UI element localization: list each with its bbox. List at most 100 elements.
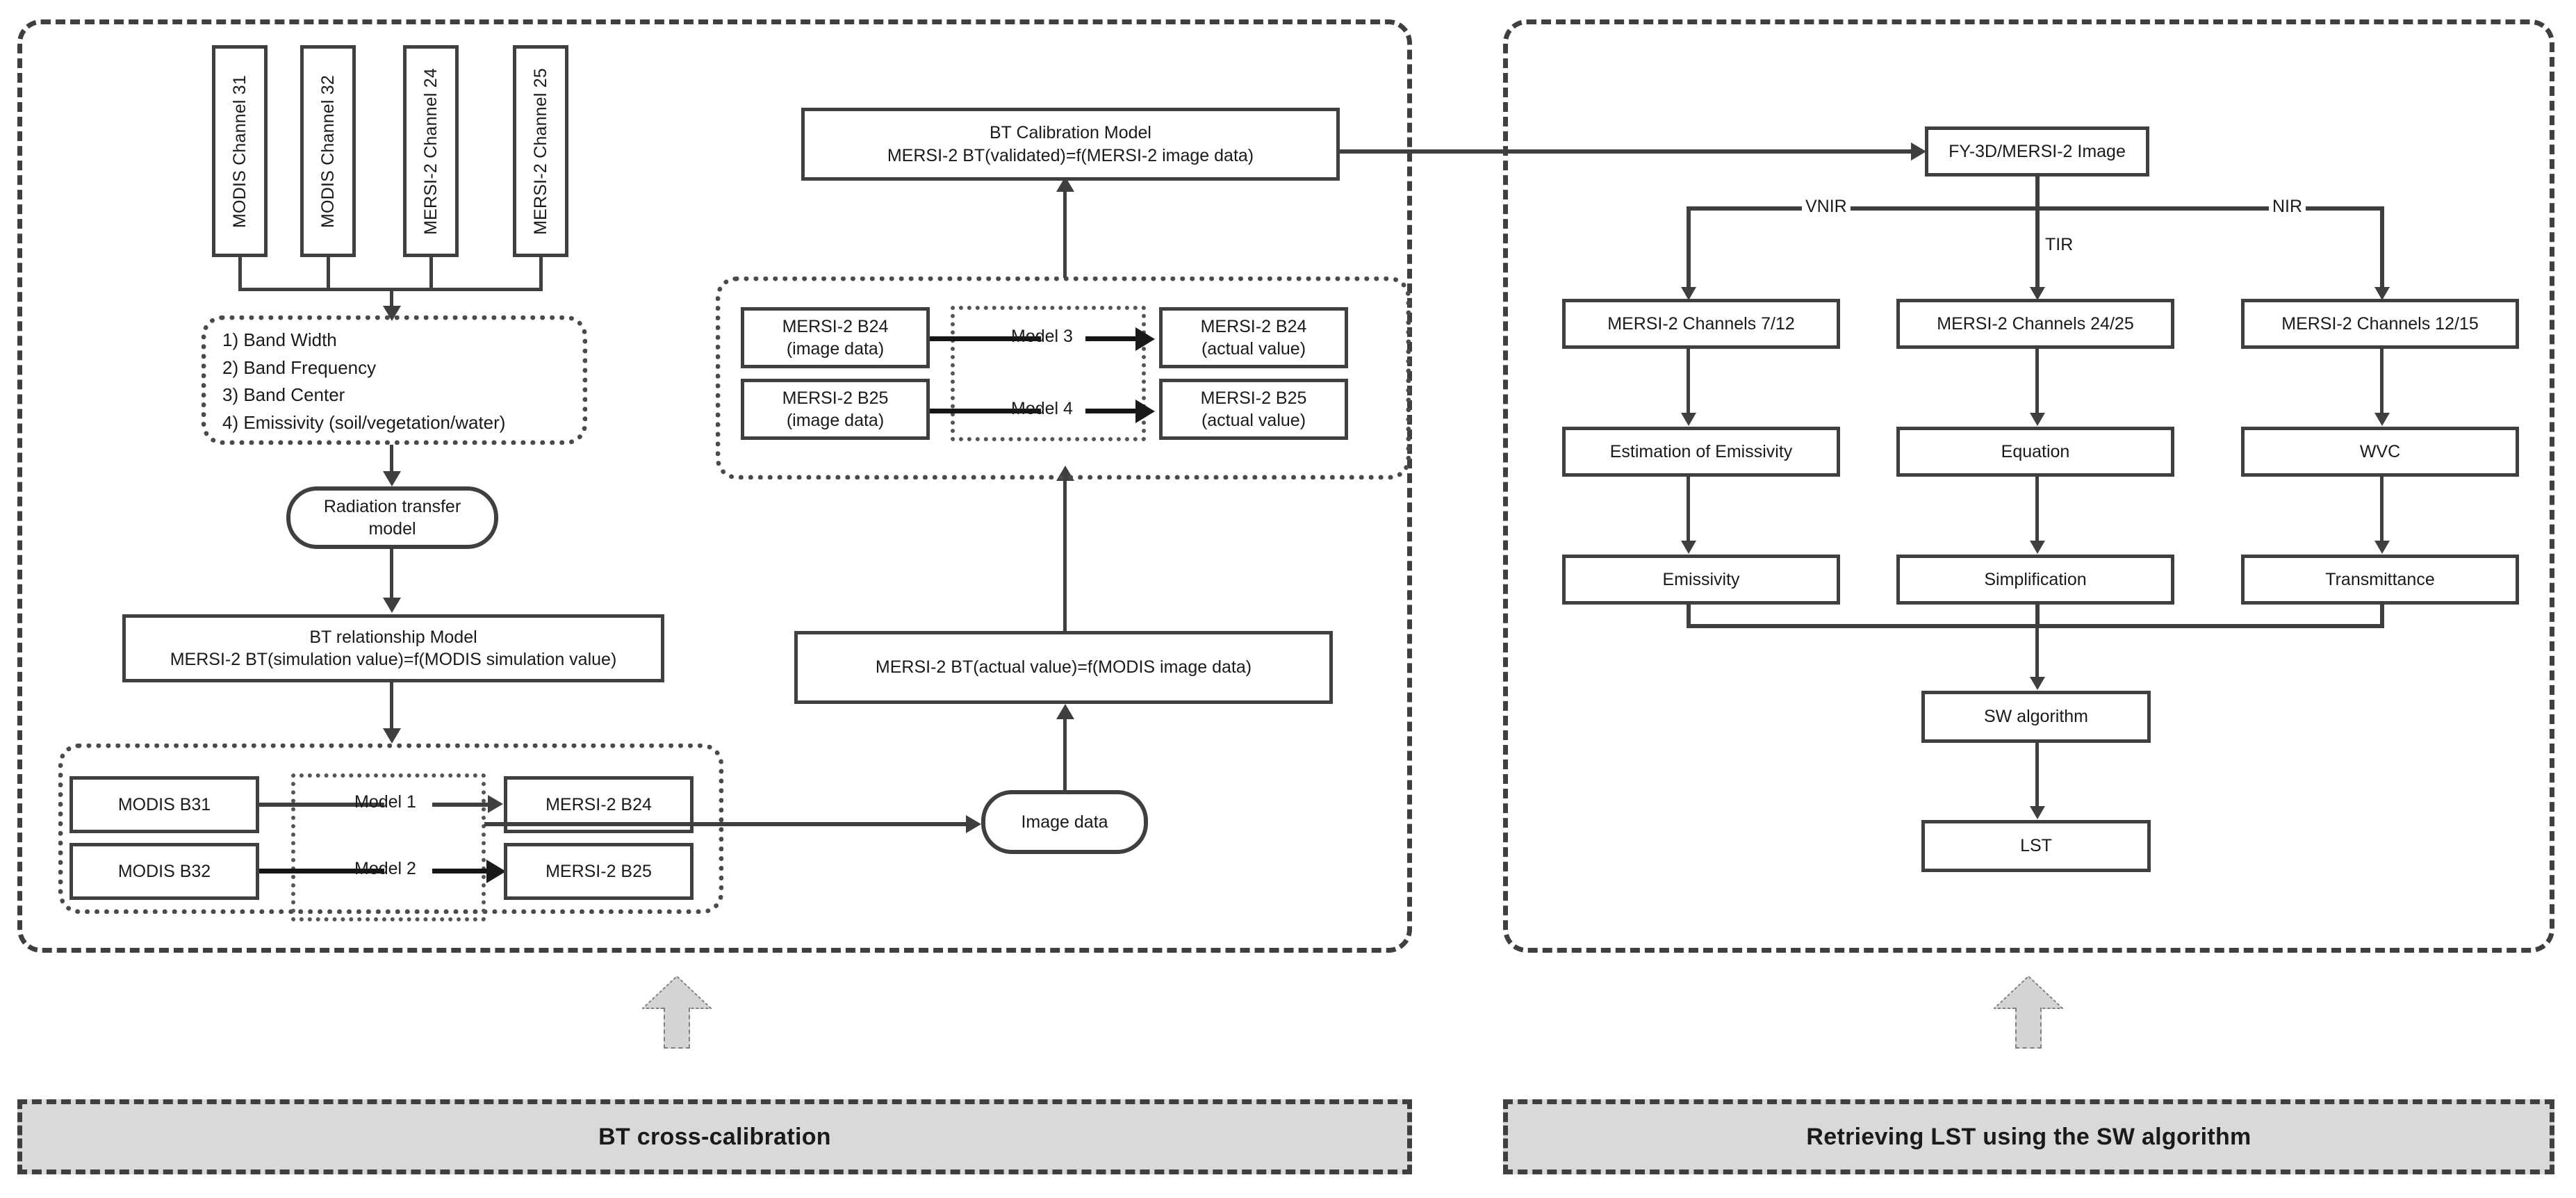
connector-imagedata-to-btactual: [1063, 719, 1067, 791]
node-estimation-of-emissivity-label: Estimation of Emissivity: [1609, 441, 1793, 461]
node-mersi2-channels-7-12-label: MERSI-2 Channels 7/12: [1607, 313, 1795, 334]
connector-b25img-to-model4: [930, 409, 1041, 413]
node-modis-b32-label: MODIS B32: [117, 861, 211, 881]
channel-strip-modis-31[interactable]: MODIS Channel 31: [212, 45, 268, 257]
connector-simplification-down: [2035, 605, 2040, 625]
radiation-transfer-model[interactable]: Radiation transfer model: [286, 486, 498, 549]
node-fy3d-mersi2-image[interactable]: FY-3D/MERSI-2 Image: [1925, 126, 2149, 177]
image-data-label: Image data: [1021, 812, 1108, 832]
arrow-tir-drop: [2030, 287, 2045, 300]
connector-simgroup-to-imagedata: [484, 822, 971, 826]
node-simplification-label: Simplification: [1984, 569, 2087, 589]
left-panel-border: [17, 19, 1412, 953]
node-mersi2-channels-24-25[interactable]: MERSI-2 Channels 24/25: [1896, 299, 2174, 349]
channel-strip-mersi-24[interactable]: MERSI-2 Channel 24: [403, 45, 459, 257]
bt-relationship-model-box[interactable]: BT relationship Model MERSI-2 BT(simulat…: [122, 614, 664, 682]
simulation-model-group: [58, 744, 723, 914]
connector-branch-bus: [1687, 206, 2384, 211]
node-modis-b31[interactable]: MODIS B31: [69, 776, 259, 833]
node-mersi2-channels-7-12[interactable]: MERSI-2 Channels 7/12: [1562, 299, 1840, 349]
connector-equation-to-simplification: [2035, 477, 2039, 543]
node-mersi2-channels-12-15[interactable]: MERSI-2 Channels 12/15: [2241, 299, 2519, 349]
connector-b31-to-model1: [259, 803, 384, 807]
node-estimation-of-emissivity[interactable]: Estimation of Emissivity: [1562, 427, 1840, 477]
connector-transmittance-down: [2380, 605, 2384, 625]
connector-ch31-down: [238, 257, 242, 290]
bt-actual-value-box[interactable]: MERSI-2 BT(actual value)=f(MODIS image d…: [794, 631, 1333, 704]
arrow-estimation-to-emissivity: [1681, 541, 1696, 554]
node-emissivity[interactable]: Emissivity: [1562, 555, 1840, 605]
node-sw-algorithm[interactable]: SW algorithm: [1921, 691, 2151, 743]
connector-vnir-drop: [1687, 206, 1691, 290]
block-arrow-outline: [1994, 976, 2063, 1009]
connector-ch24-down: [429, 257, 433, 290]
bt-calibration-model-label: BT Calibration Model MERSI-2 BT(validate…: [887, 123, 1254, 165]
node-mersi2-b25-sim[interactable]: MERSI-2 B25: [504, 843, 694, 900]
node-wvc-label: WVC: [2359, 441, 2401, 461]
node-mersi2-b25-image[interactable]: MERSI-2 B25 (image data): [741, 379, 930, 440]
connector-actualgroup-to-btcal: [1063, 192, 1067, 278]
connector-model1-to-b24: [432, 803, 491, 807]
connector-ch2425-to-equation: [2035, 349, 2039, 416]
block-arrow-shaft: [2015, 1008, 2042, 1049]
connector-ch32-down: [327, 257, 330, 290]
arrow-btcal-to-fy3d: [1911, 142, 1926, 161]
connector-ch712-to-estimation: [1687, 349, 1690, 416]
node-lst[interactable]: LST: [1921, 820, 2151, 872]
channel-strip-label: MERSI-2 Channel 24: [420, 67, 441, 235]
node-wvc[interactable]: WVC: [2241, 427, 2519, 477]
connector-wvc-to-transmittance: [2380, 477, 2384, 543]
node-mersi2-b24-sim-label: MERSI-2 B24: [545, 794, 652, 814]
node-transmittance[interactable]: Transmittance: [2241, 555, 2519, 605]
connector-ch1215-to-wvc: [2380, 349, 2384, 416]
models-3and4-group: [951, 306, 1146, 441]
arrow-ch712-to-estimation: [1681, 413, 1696, 426]
connector-bus-to-params: [390, 288, 393, 307]
branch-label-vnir: VNIR: [1802, 197, 1851, 217]
right-panel-border: [1503, 19, 2554, 953]
connector-ch25-down: [539, 257, 543, 290]
bt-calibration-model-box[interactable]: BT Calibration Model MERSI-2 BT(validate…: [801, 108, 1340, 181]
node-fy3d-mersi2-image-label: FY-3D/MERSI-2 Image: [1949, 141, 2126, 161]
connector-btcal-to-fy3d: [1340, 149, 1917, 154]
arrow-rtm-to-btrel: [383, 598, 401, 613]
node-mersi2-b25-actual[interactable]: MERSI-2 B25 (actual value): [1159, 379, 1348, 440]
right-banner-block-arrow: [1994, 976, 2063, 1049]
channel-strip-label: MODIS Channel 31: [229, 74, 249, 228]
arrow-model1-to-b24: [488, 795, 503, 813]
model-4-label: Model 4: [1011, 399, 1073, 418]
channel-strip-modis-32[interactable]: MODIS Channel 32: [300, 45, 356, 257]
connector-emissivity-down: [1687, 605, 1691, 625]
bt-actual-value-label: MERSI-2 BT(actual value)=f(MODIS image d…: [875, 657, 1252, 678]
model-2-label: Model 2: [354, 859, 416, 878]
right-banner-label: Retrieving LST using the SW algorithm: [1806, 1123, 2251, 1150]
node-mersi2-b24-actual[interactable]: MERSI-2 B24 (actual value): [1159, 307, 1348, 368]
node-simplification[interactable]: Simplification: [1896, 555, 2174, 605]
arrow-model2-to-b25: [486, 860, 506, 883]
block-arrow-shaft: [664, 1008, 690, 1049]
left-banner-label: BT cross-calibration: [598, 1123, 831, 1150]
image-data-node[interactable]: Image data: [981, 790, 1148, 854]
left-banner: BT cross-calibration: [17, 1099, 1412, 1174]
node-modis-b32[interactable]: MODIS B32: [69, 843, 259, 900]
channel-strip-mersi-25[interactable]: MERSI-2 Channel 25: [513, 45, 568, 257]
block-arrow-outline: [642, 976, 712, 1009]
models-1and2-group: [291, 773, 486, 921]
node-modis-b31-label: MODIS B31: [117, 794, 211, 814]
node-mersi2-b25-sim-label: MERSI-2 B25: [545, 861, 652, 881]
connector-model2-to-b25: [432, 869, 491, 873]
actual-value-group: [716, 277, 1411, 479]
arrow-wvc-to-transmittance: [2374, 541, 2390, 554]
connector-model3-to-b24act: [1085, 336, 1140, 341]
arrow-model3-to-b24act: [1135, 327, 1155, 351]
node-mersi2-channels-24-25-label: MERSI-2 Channels 24/25: [1937, 313, 2134, 334]
connector-b32-to-model2: [259, 869, 384, 873]
branch-label-tir: TIR: [2045, 235, 2074, 254]
model-1-label: Model 1: [354, 792, 416, 812]
node-mersi2-b24-image[interactable]: MERSI-2 B24 (image data): [741, 307, 930, 368]
node-equation[interactable]: Equation: [1896, 427, 2174, 477]
arrow-model4-to-b25act: [1135, 400, 1155, 423]
band-parameters-list: 1) Band Width 2) Band Frequency 3) Band …: [222, 329, 506, 433]
arrow-vnir-drop: [1681, 287, 1696, 300]
